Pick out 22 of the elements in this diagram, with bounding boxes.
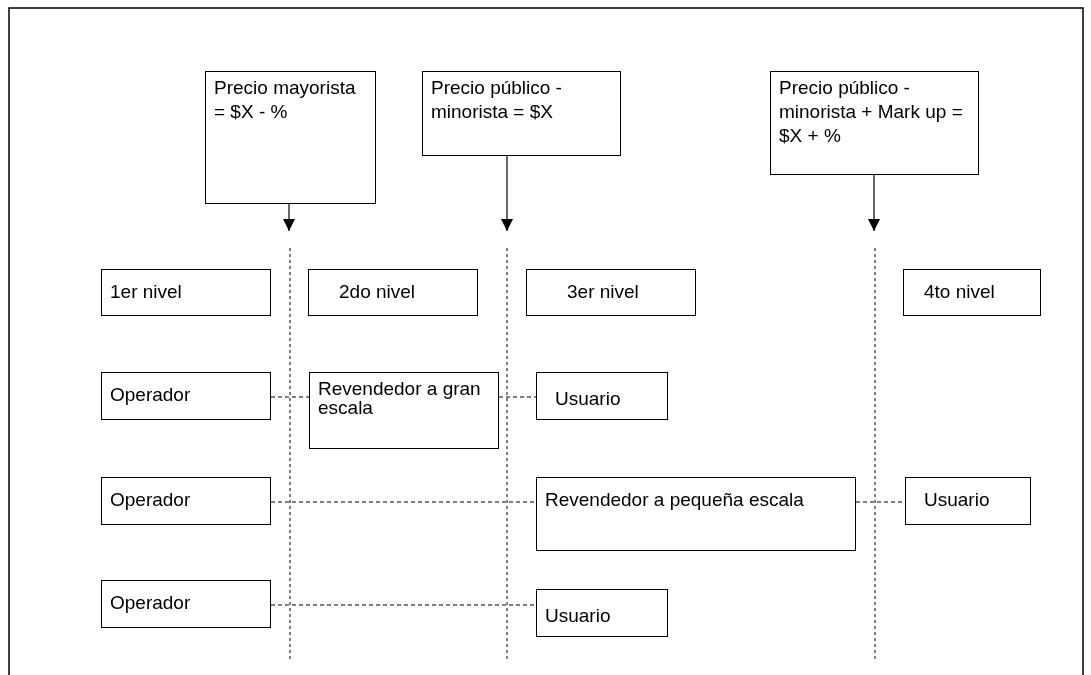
text-box: Usuario xyxy=(536,589,668,637)
text-box: Usuario xyxy=(536,372,668,420)
text-box: 1er nivel xyxy=(101,269,271,316)
text-box: 4to nivel xyxy=(903,269,1041,316)
connector-line xyxy=(270,604,537,606)
arrow xyxy=(283,203,295,232)
text-box: Precio mayorista = $X - % xyxy=(205,71,376,204)
text-box: Usuario xyxy=(905,477,1031,525)
text-box: Revendedor a gran escala xyxy=(309,372,499,449)
text-box: Operador xyxy=(101,580,271,628)
connector-line xyxy=(270,396,310,398)
text-box: Operador xyxy=(101,477,271,525)
text-box: 2do nivel xyxy=(308,269,478,316)
text-box: 3er nivel xyxy=(526,269,696,316)
connector-line xyxy=(270,501,537,503)
connector-line xyxy=(498,396,537,398)
text-box: Operador xyxy=(101,372,271,420)
text-box: Revendedor a pequeña escala xyxy=(536,477,856,551)
text-box: Precio público - minorista = $X xyxy=(422,71,621,156)
arrow xyxy=(501,155,513,232)
text-box: Precio público - minorista + Mark up = $X + % xyxy=(770,71,979,175)
arrow xyxy=(868,174,880,232)
